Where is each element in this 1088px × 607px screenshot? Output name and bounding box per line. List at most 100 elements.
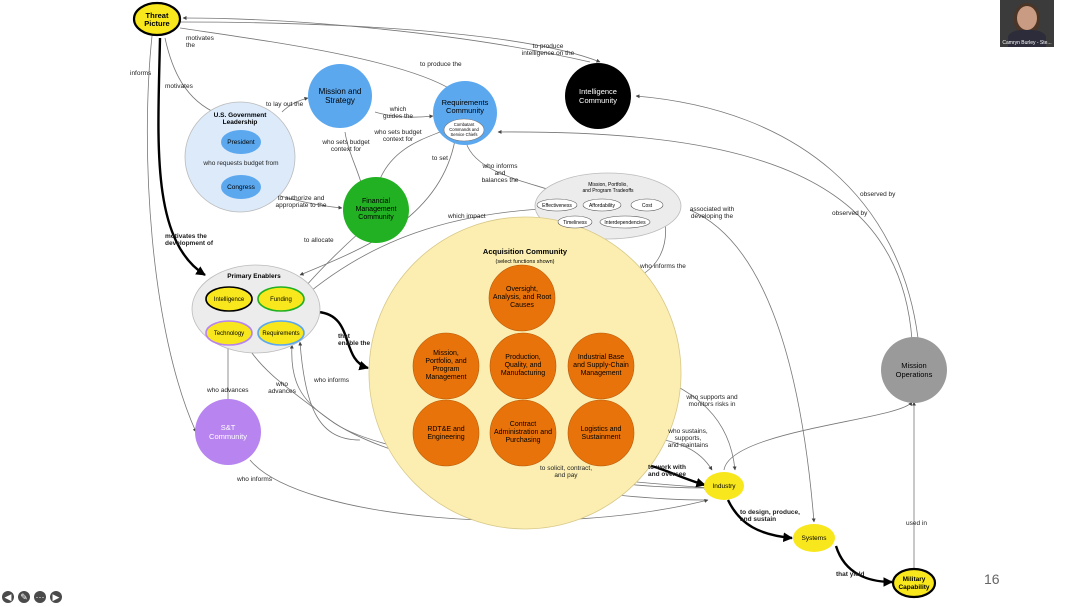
text-line: Picture	[144, 19, 169, 28]
edge-st-industry	[249, 459, 709, 522]
more-options-icon[interactable]: ⋯	[34, 591, 46, 603]
text-line: developing the	[691, 213, 734, 220]
text-line: to authorize and	[278, 195, 325, 202]
edge-threat-enablers	[157, 37, 206, 277]
text-line: supports,	[675, 435, 702, 442]
text-line: Management	[426, 374, 467, 381]
text-line: U.S. Government	[214, 112, 268, 119]
congress-node	[221, 175, 261, 199]
text-line: context for	[383, 136, 414, 143]
pointer-tool-icon[interactable]: ✎	[18, 591, 30, 603]
oversight-node	[488, 264, 556, 332]
industrial-base-node	[567, 332, 635, 400]
label-observed-by-1: observed by	[860, 191, 896, 198]
next-slide-icon[interactable]: ▶	[50, 591, 62, 603]
cost-node	[630, 198, 664, 212]
contract-admin-node	[489, 399, 557, 467]
participant-video-thumbnail[interactable]: Camryn Burley - Ste...	[1000, 0, 1054, 47]
rdte-node	[412, 399, 480, 467]
edge-systems-capability	[834, 545, 893, 587]
text-line: to produce	[533, 43, 564, 50]
text-line: Community	[579, 96, 617, 105]
technology-enabler-node	[205, 320, 253, 346]
label-to-allocate: to allocate	[304, 237, 334, 244]
participant-face	[1017, 6, 1037, 30]
text-line: S&T	[221, 423, 236, 432]
technology-enabler-label: Technology	[214, 331, 244, 337]
text-line: and oversee	[648, 471, 686, 478]
affordability-node	[582, 198, 622, 212]
text-line: Financial	[362, 198, 390, 205]
text-line: which	[389, 106, 407, 113]
label-to-design: to design, produce,and sustain	[740, 509, 800, 523]
text-line: guides the	[383, 113, 413, 120]
edge-opsw-intel	[635, 94, 919, 339]
intelligence-enabler-node	[205, 286, 253, 312]
requirements-enabler-label: Requirements	[262, 331, 299, 337]
text-line: Management	[356, 206, 397, 213]
text-line: Community	[358, 214, 394, 221]
text-line: and sustain	[740, 516, 776, 523]
label-observed-by-2: observed by	[832, 210, 868, 217]
text-line: and maintains	[668, 442, 709, 449]
text-line: advances	[268, 388, 297, 395]
slide-nav-controls: ◀ ✎ ⋯ ▶	[2, 591, 62, 603]
label-which-impact: which impact	[447, 213, 486, 220]
participant-name: Camryn Burley - Ste...	[1002, 40, 1052, 46]
label-who-requests-budget: who requests budget from	[202, 160, 278, 167]
effectiveness-label: Effectiveness	[542, 203, 572, 209]
effectiveness-node	[536, 198, 578, 212]
tradeoffs-title: Mission, Portfolio,and Program Tradeoffs	[582, 182, 634, 194]
mission-portfolio-mgmt-node	[412, 332, 480, 400]
text-line: Purchasing	[505, 437, 540, 444]
systems-node: Systems	[793, 524, 835, 552]
edge-opsw-req	[497, 129, 913, 341]
text-line: monitors risks in	[689, 401, 736, 408]
label-to-produce-the: to produce the	[420, 61, 462, 68]
acquisition-subtitle: (select functions shown)	[496, 259, 555, 265]
text-line: development of	[165, 240, 214, 247]
edge-tradeoffs-systems	[689, 209, 816, 523]
timeliness-node	[557, 215, 593, 229]
systems-label: Systems	[802, 535, 828, 542]
affordability-label: Affordability	[589, 203, 616, 209]
previous-slide-icon[interactable]: ◀	[2, 591, 14, 603]
text-line: Sustainment	[582, 434, 621, 441]
text-line: Operations	[896, 370, 933, 379]
text-line: and pay	[554, 472, 578, 479]
requirements-enabler-node	[257, 320, 305, 346]
text-line: intelligence on the	[522, 50, 575, 57]
text-line: Commands and	[449, 127, 479, 132]
edge-acq-enablers	[298, 341, 361, 441]
text-line: Manufacturing	[501, 370, 545, 377]
text-line: motivates	[186, 35, 215, 42]
text-line: Strategy	[325, 96, 355, 105]
text-line: Mission,	[433, 350, 459, 357]
text-line: Production,	[505, 354, 540, 361]
text-line: Service Chiefs	[451, 132, 478, 137]
label-who-informs-1: who informs	[313, 377, 350, 384]
text-line: to design, produce,	[740, 509, 800, 516]
